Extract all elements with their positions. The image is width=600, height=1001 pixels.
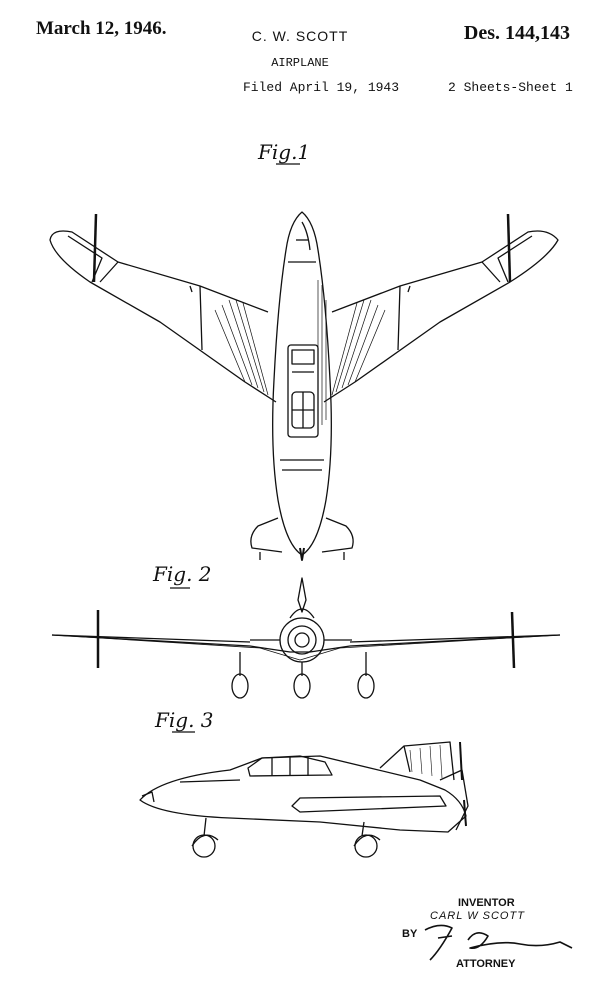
fig3-side-view bbox=[139, 741, 469, 858]
patent-number: Des. 144,143 bbox=[463, 22, 570, 44]
inventor-signature-name: CARL W SCOTT bbox=[430, 910, 525, 922]
by-label: BY bbox=[402, 928, 418, 940]
sheet-count: 2 Sheets-Sheet 1 bbox=[448, 80, 573, 95]
fig2-front-view bbox=[51, 577, 561, 699]
fig1-top-view bbox=[49, 211, 559, 561]
inventor-header: C. W. SCOTT bbox=[251, 28, 349, 44]
patent-title: AIRPLANE bbox=[271, 56, 329, 70]
inventor-label: INVENTOR bbox=[458, 897, 515, 909]
fig2-label: Fig. 2 bbox=[153, 562, 212, 586]
fig1-label: Fig.1 bbox=[258, 140, 311, 164]
filed-date: Filed April 19, 1943 bbox=[243, 80, 400, 95]
fig3-label: Fig. 3 bbox=[155, 708, 214, 732]
attorney-label: ATTORNEY bbox=[456, 958, 516, 970]
patent-date: March 12, 1946. bbox=[36, 18, 167, 39]
